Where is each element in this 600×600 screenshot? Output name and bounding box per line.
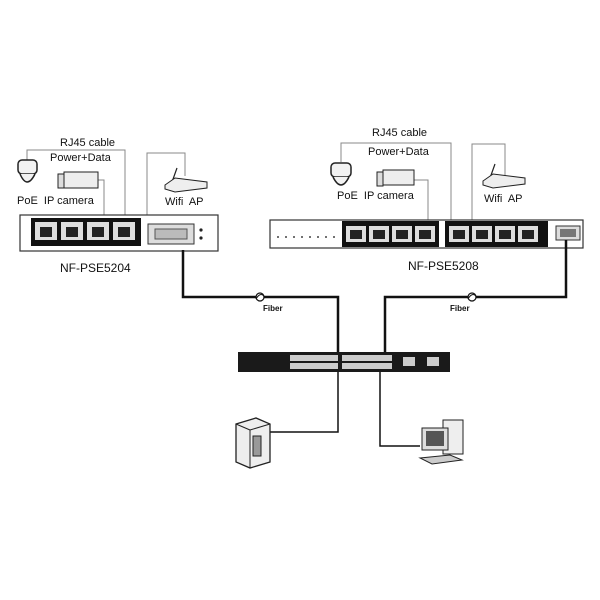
left-dome-camera-icon [17, 159, 38, 183]
left-cable-label: RJ45 cable [60, 137, 115, 149]
right-power-label: Power+Data [368, 146, 430, 158]
right-rj45-cables [340, 142, 506, 221]
left-wifi-ap-icon [164, 167, 208, 193]
right-wifi-ap-icon [482, 163, 526, 189]
left-rj45-cables [26, 149, 186, 216]
left-ap-label: Wifi AP [165, 196, 204, 208]
right-fiber-label: Fiber [450, 304, 470, 313]
left-fiber-label: Fiber [263, 304, 283, 313]
right-cable-label: RJ45 cable [372, 127, 427, 139]
right-camera-label: PoE IP camera [337, 190, 415, 202]
left-camera-label: PoE IP camera [17, 195, 95, 207]
right-ap-label: Wifi AP [484, 193, 523, 205]
right-bullet-camera-icon [376, 169, 415, 187]
left-fiber-icon [255, 292, 265, 302]
server-icon [235, 417, 271, 469]
lan-cables [270, 372, 420, 447]
left-bullet-camera-icon [57, 171, 99, 189]
core-switch [238, 352, 450, 372]
fiber-links [181, 240, 568, 353]
desktop-pc-icon [418, 419, 464, 465]
left-poe-switch [19, 214, 219, 252]
right-device-label: NF-PSE5208 [408, 259, 479, 273]
right-poe-switch [269, 219, 584, 249]
left-device-label: NF-PSE5204 [60, 261, 131, 275]
core-switch-ports [290, 355, 439, 369]
right-fiber-icon [467, 292, 477, 302]
right-dome-camera-icon [330, 162, 352, 186]
left-power-label: Power+Data [50, 152, 112, 164]
